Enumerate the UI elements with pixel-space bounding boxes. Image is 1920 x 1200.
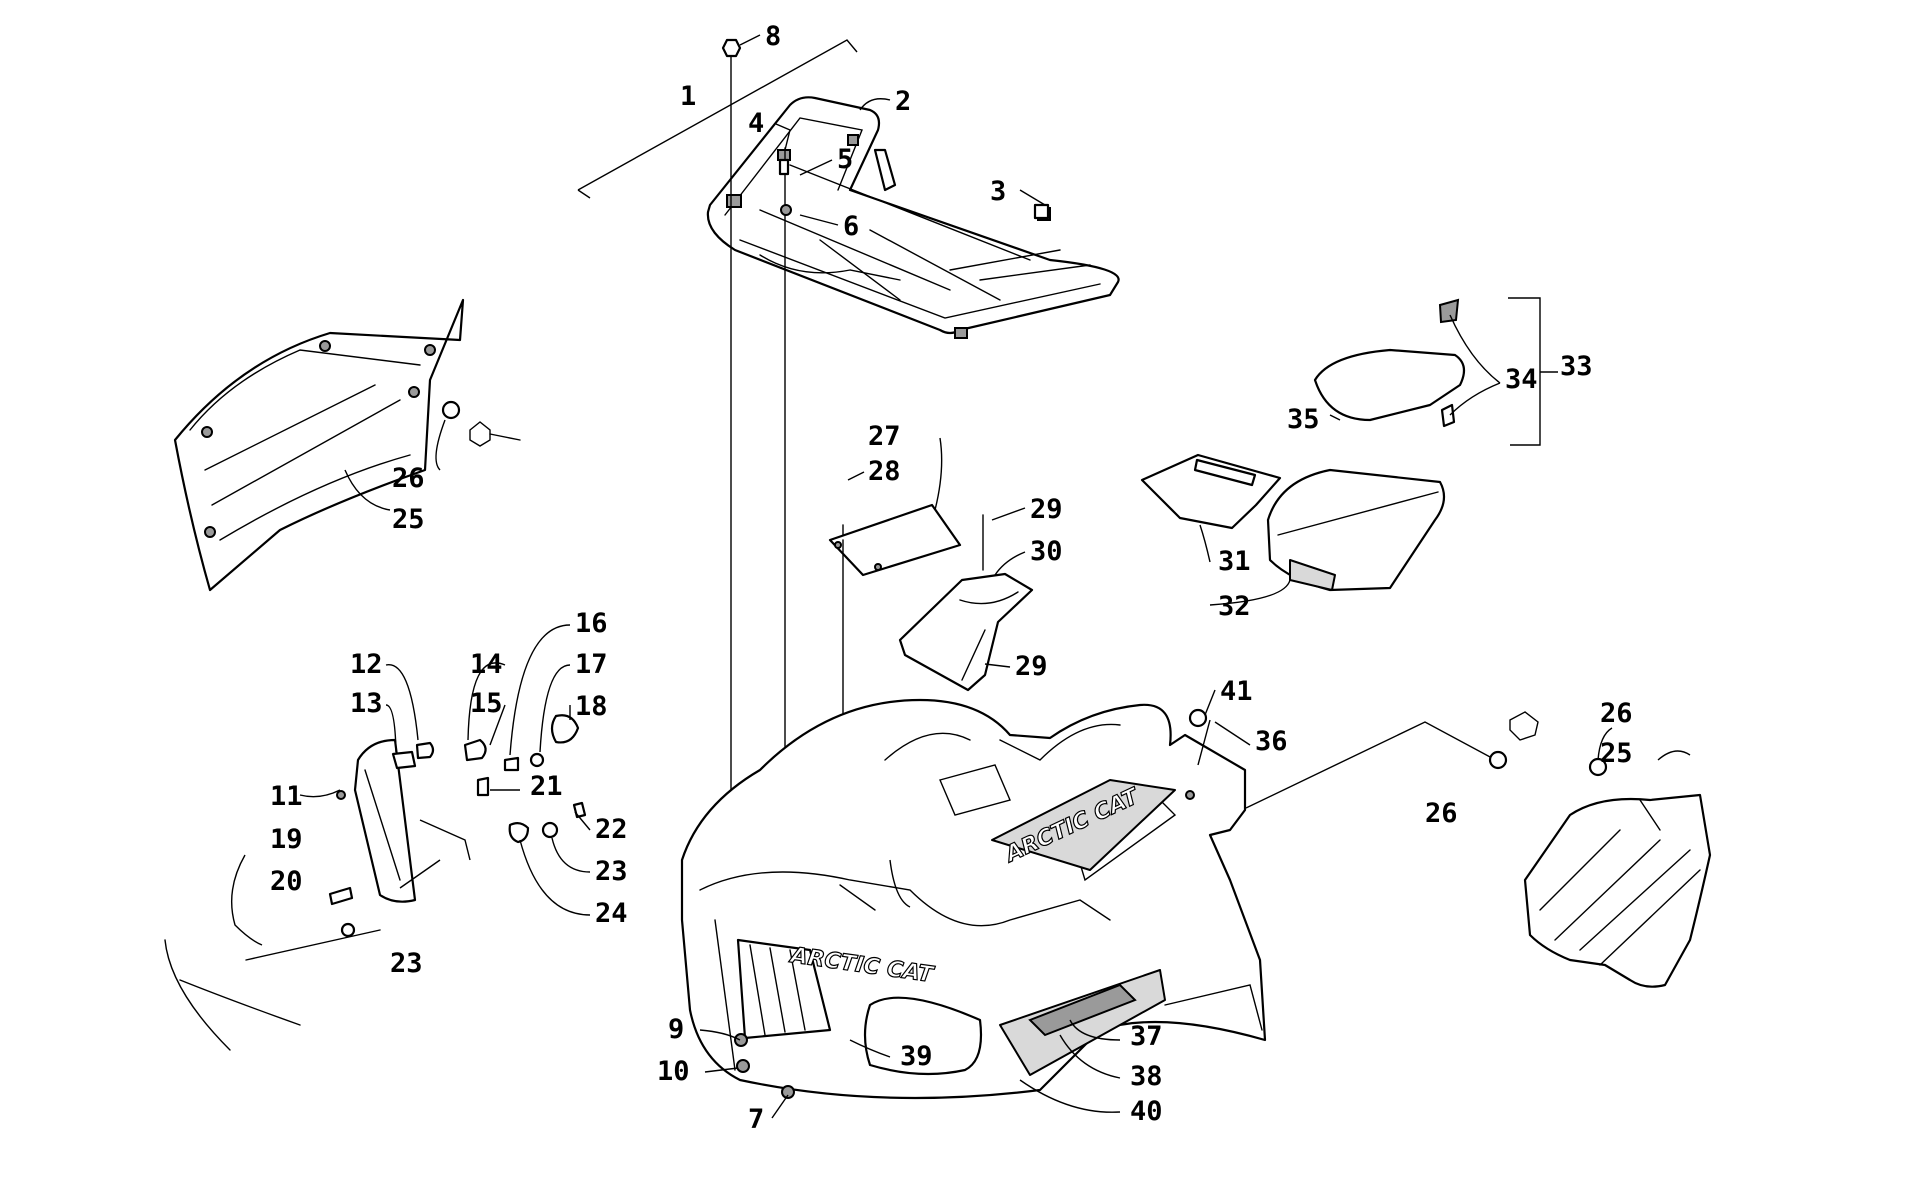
callout-1: 1 <box>680 81 696 112</box>
callout-15: 15 <box>470 688 503 719</box>
callout-7: 7 <box>748 1104 764 1135</box>
callout-23b: 23 <box>390 948 423 979</box>
callout-10: 10 <box>657 1056 690 1087</box>
callout-26b: 26 <box>1600 698 1633 729</box>
callout-32: 32 <box>1218 591 1251 622</box>
callout-20: 20 <box>270 866 303 897</box>
callout-26c: 26 <box>1425 798 1458 829</box>
right-fender-panel <box>1488 711 1712 988</box>
callout-29b: 29 <box>1015 651 1048 682</box>
callout-6: 6 <box>843 211 859 242</box>
callout-28: 28 <box>868 456 901 487</box>
storage-components <box>828 297 1558 906</box>
callout-41: 41 <box>1220 676 1253 707</box>
front-rack <box>577 39 1120 339</box>
callout-13: 13 <box>350 688 383 719</box>
headlight-assembly <box>164 714 587 1051</box>
callout-34: 34 <box>1505 364 1538 395</box>
callout-21: 21 <box>530 771 563 802</box>
callout-36: 36 <box>1255 726 1288 757</box>
callout-3: 3 <box>990 176 1006 207</box>
callout-leaders <box>299 34 1501 1119</box>
callout-24: 24 <box>595 898 628 929</box>
callout-19: 19 <box>270 824 303 855</box>
callout-35: 35 <box>1287 404 1320 435</box>
front-body: ARCTIC CAT ARCTIC CAT <box>680 698 1506 1100</box>
callout-39: 39 <box>900 1041 933 1072</box>
callout-31: 31 <box>1218 546 1251 577</box>
callout-40: 40 <box>1130 1096 1163 1127</box>
callout-22: 22 <box>595 814 628 845</box>
callout-labels: 1 2 3 4 5 6 7 8 9 10 11 12 13 14 15 16 1… <box>270 21 1633 1135</box>
callout-16: 16 <box>575 608 608 639</box>
left-fender-panel <box>173 298 521 592</box>
callout-37: 37 <box>1130 1021 1163 1052</box>
callout-2: 2 <box>895 86 911 117</box>
callout-25b: 25 <box>1600 738 1633 769</box>
callout-27: 27 <box>868 421 901 452</box>
callout-12: 12 <box>350 649 383 680</box>
callout-14: 14 <box>470 649 503 680</box>
callout-30: 30 <box>1030 536 1063 567</box>
callout-38: 38 <box>1130 1061 1163 1092</box>
callout-9: 9 <box>668 1014 684 1045</box>
callout-11: 11 <box>270 781 303 812</box>
callout-29a: 29 <box>1030 494 1063 525</box>
callout-5: 5 <box>837 144 853 175</box>
callout-33: 33 <box>1560 351 1593 382</box>
callout-26a: 26 <box>392 463 425 494</box>
callout-18: 18 <box>575 691 608 722</box>
callout-4: 4 <box>748 108 764 139</box>
callout-25a: 25 <box>392 504 425 535</box>
callout-17: 17 <box>575 649 608 680</box>
callout-8: 8 <box>765 21 781 52</box>
callout-23a: 23 <box>595 856 628 887</box>
